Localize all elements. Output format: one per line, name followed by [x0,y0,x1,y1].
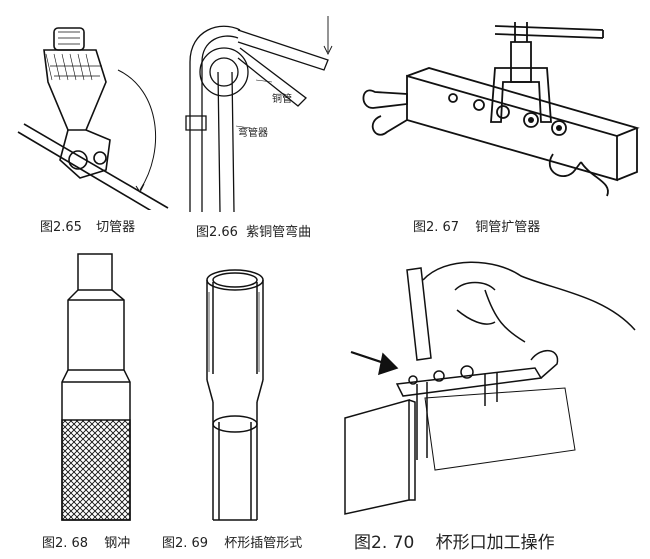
punch-knurled-grip [62,420,130,520]
figure-number: 图2. 69 [162,536,209,551]
figure-pipe-cutter [10,10,180,210]
label-copper-pipe: 铜管 [272,94,292,105]
figure-caption: 图2. 67 铜管扩管器 [413,216,540,235]
figure-title: 紫铜管弯曲 [246,225,312,240]
figure-pipe-bending [180,12,340,217]
figure-title: 杯形插管形式 [224,536,303,551]
figure-flaring-tool [345,12,645,212]
figure-number: 图2. 70 [354,533,415,553]
label-bender: 弯管器 [238,128,268,139]
figure-number: 图2.65 [40,220,82,235]
figure-caption: 图2. 68 钢冲 [42,532,130,551]
figure-number: 图2. 67 [413,220,460,235]
figure-title: 铜管扩管器 [475,220,541,235]
figure-steel-punch [50,250,150,525]
flaring-tool-illustration [345,12,645,212]
figure-cup-processing [335,250,640,515]
figure-title: 切管器 [96,220,136,235]
figure-title: 钢冲 [104,536,131,551]
figure-number: 图2.66 [196,225,238,240]
figure-caption: 图2.65 切管器 [40,216,135,235]
figure-cup-joint [195,262,275,527]
cup-joint-illustration [195,262,275,527]
figure-title: 杯形口加工操作 [435,533,555,553]
cup-processing-illustration [335,250,640,515]
pipe-cutter-illustration [10,10,180,210]
pipe-bending-illustration [180,12,340,217]
figure-caption: 图2. 70 杯形口加工操作 [354,528,555,553]
figure-caption: 图2. 69 杯形插管形式 [162,532,302,551]
figure-caption: 图2.66 紫铜管弯曲 [196,221,311,240]
figure-number: 图2. 68 [42,536,89,551]
steel-punch-illustration [50,250,150,525]
